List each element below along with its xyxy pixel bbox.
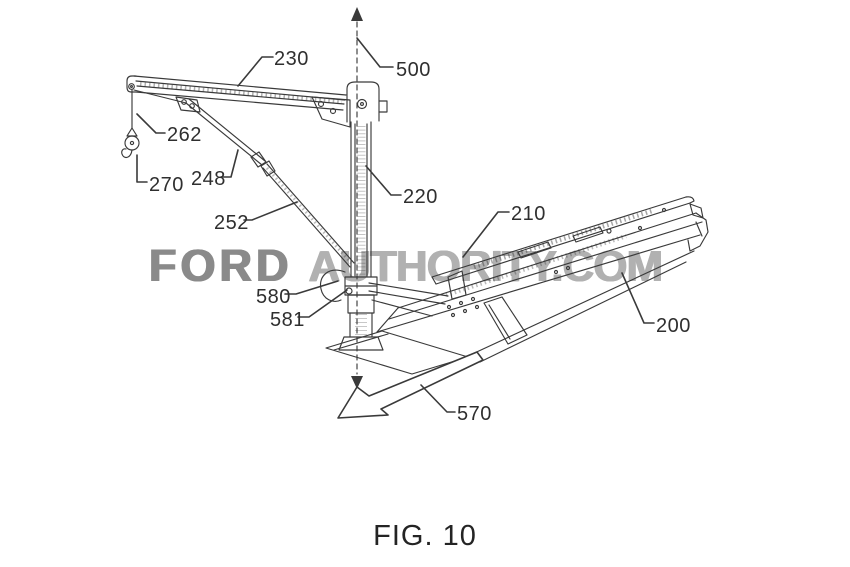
leader-lines (136, 37, 655, 413)
ref-label-500: 500 (396, 59, 431, 81)
strut-248-252 (133, 89, 355, 268)
ref-label-200: 200 (656, 315, 691, 337)
release-handle-580 (319, 269, 346, 302)
ref-label-248: 248 (191, 168, 226, 190)
ref-label-270: 270 (149, 174, 184, 196)
axis-down-arrowhead-icon (351, 376, 363, 389)
ref-label-262: 262 (167, 124, 202, 146)
ref-label-580: 580 (256, 286, 291, 308)
ref-label-581: 581 (270, 309, 305, 331)
rail-200-210 (376, 196, 709, 363)
ref-label-210: 210 (511, 203, 546, 225)
figure-caption: FIG. 10 (373, 520, 477, 552)
support-fin (483, 296, 528, 345)
mast-220 (346, 81, 388, 278)
watermark-ford-text: FORD (149, 240, 293, 291)
ref-label-570: 570 (457, 403, 492, 425)
vertical-axis-arrow-500 (351, 7, 363, 389)
cable-262-hook-270 (121, 89, 140, 159)
ref-label-230: 230 (274, 48, 309, 70)
ref-label-220: 220 (403, 186, 438, 208)
ref-label-252: 252 (214, 212, 249, 234)
direction-arrow-570 (337, 351, 484, 419)
boom-230 (126, 75, 351, 128)
axis-up-arrowhead-icon (351, 7, 363, 21)
